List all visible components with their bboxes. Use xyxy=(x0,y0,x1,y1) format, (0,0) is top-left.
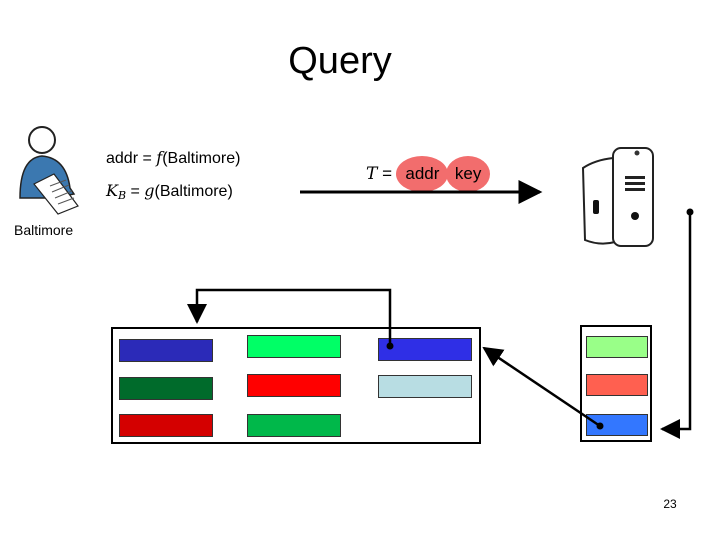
table-cell xyxy=(378,375,472,398)
server-storage-table xyxy=(111,327,481,444)
user-location-label: Baltimore xyxy=(14,222,74,238)
arrow-origin-dot xyxy=(686,208,694,216)
table-to-user-arrow xyxy=(187,288,392,346)
table-cell xyxy=(119,339,213,362)
table-cell xyxy=(378,338,472,361)
list-item xyxy=(586,336,648,358)
page-number: 23 xyxy=(663,497,677,511)
table-cell xyxy=(247,335,341,358)
list-to-table-arrow xyxy=(482,346,601,428)
tuple-item-key: key xyxy=(445,156,491,192)
user-figure xyxy=(14,118,86,218)
table-cell xyxy=(247,414,341,437)
list-item xyxy=(586,414,648,436)
message-tuple: T = (addr, key) xyxy=(366,156,491,192)
slide-title: Query xyxy=(288,40,392,82)
table-cell xyxy=(119,377,213,400)
addr-formula: addr = f(Baltimore) xyxy=(106,148,241,167)
arrow-origin-dot xyxy=(596,422,604,430)
tuple-item-addr: addr xyxy=(396,156,449,192)
list-item xyxy=(586,374,648,396)
table-cell xyxy=(247,374,341,397)
person-icon xyxy=(19,126,79,215)
key-formula: KB = g(Baltimore) xyxy=(106,181,233,202)
server-icon xyxy=(581,147,654,247)
server-side-list xyxy=(580,325,652,442)
server-figure xyxy=(575,140,660,250)
arrow-origin-dot xyxy=(386,342,394,350)
table-cell xyxy=(119,414,213,437)
server-to-list-arrow xyxy=(660,212,692,439)
